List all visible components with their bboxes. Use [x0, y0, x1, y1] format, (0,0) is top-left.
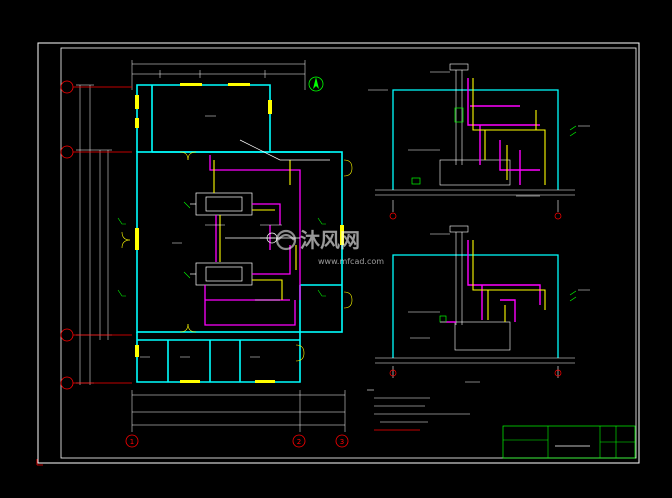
- section-lower: [375, 225, 590, 383]
- window-marks: [135, 83, 344, 383]
- section-mark-4: [554, 369, 562, 377]
- top-dimension-lines: [131, 60, 306, 90]
- axis-label-bottom-2: 2: [297, 438, 301, 446]
- label-ticks-green: [117, 201, 326, 297]
- north-arrow-icon: [308, 76, 324, 92]
- outer-frame: [37, 42, 640, 464]
- watermark-brand: 沐风网: [300, 228, 360, 252]
- section-upper: [368, 63, 590, 220]
- axis-labels: 1 2 3: [130, 438, 344, 446]
- axis-label-bottom-3: 3: [340, 438, 344, 446]
- pipes-yellow: [213, 160, 297, 300]
- watermark: 沐风网 www.mfcad.com: [268, 226, 428, 270]
- bottom-dimension-lines: [131, 390, 346, 432]
- watermark-url: www.mfcad.com: [318, 257, 384, 266]
- boiler-2: [190, 262, 253, 286]
- axis-bubbles-bottom: [125, 434, 349, 448]
- axis-label-bottom-1: 1: [130, 438, 134, 446]
- room-labels: [140, 115, 282, 358]
- section-mark-1: [389, 212, 397, 220]
- axis-bubbles-left: [60, 80, 132, 390]
- section-mark-3: [389, 369, 397, 377]
- left-dimension-lines: [76, 84, 112, 385]
- title-block: [502, 425, 636, 459]
- inner-frame: [60, 47, 637, 459]
- boiler-1: [190, 192, 253, 216]
- door-swings: [121, 151, 353, 362]
- general-notes: [367, 389, 470, 431]
- origin-mark: [36, 459, 43, 466]
- floor-plan: [76, 60, 353, 432]
- pipes-magenta: [204, 155, 301, 326]
- section-mark-2: [554, 212, 562, 220]
- watermark-logo-icon: 沐风网 www.mfcad.com: [275, 228, 384, 266]
